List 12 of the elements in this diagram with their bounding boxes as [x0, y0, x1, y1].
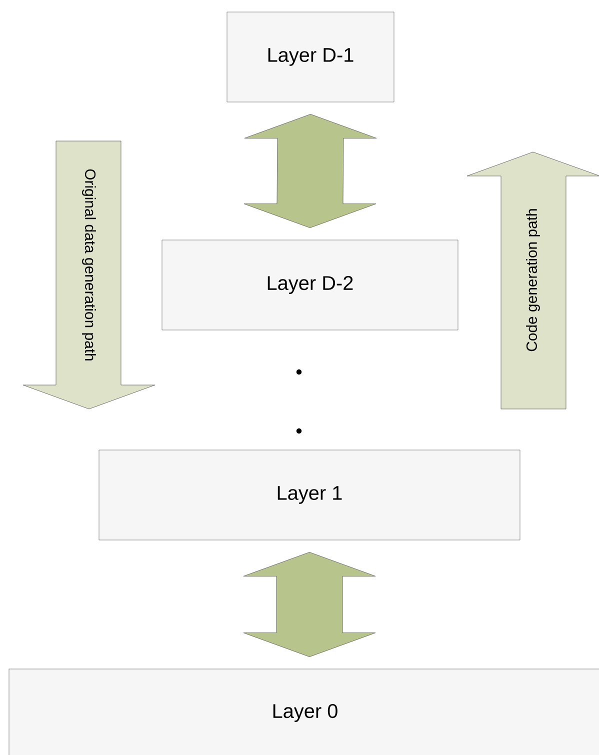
layer-box	[162, 240, 458, 330]
layer-label: Layer 0	[273, 704, 338, 722]
double-arrow	[243, 552, 376, 657]
arrow-label: Code generation path	[526, 209, 540, 352]
layer-label: Layer D-2	[268, 276, 353, 294]
layer-label: Layer 1	[278, 486, 342, 504]
layer-box	[8, 668, 599, 755]
layer-box	[226, 12, 394, 102]
layer-label: Layer D-1	[268, 48, 354, 66]
double-arrow	[244, 114, 377, 228]
layer-box	[98, 450, 520, 540]
arrow-label: Original data generation path	[82, 169, 96, 360]
